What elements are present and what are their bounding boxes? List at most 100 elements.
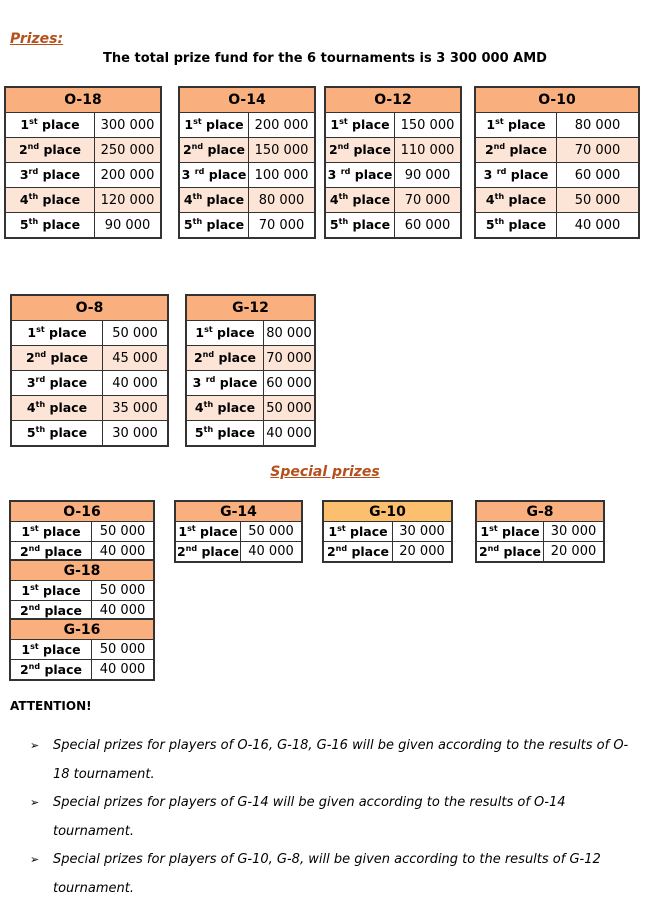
place-word: place [44, 603, 83, 619]
place-number: 3 [26, 375, 36, 391]
place-number: 1 [178, 524, 188, 540]
table-header: O-18 [4, 86, 162, 113]
place-number: 2 [478, 544, 488, 560]
place-word: place [219, 375, 258, 391]
place-number: 5 [26, 425, 36, 441]
place-number: 2 [326, 544, 336, 560]
place-word: place [352, 217, 391, 233]
place-number: 5 [194, 425, 204, 441]
place-suffix: nd [202, 350, 215, 360]
place-number: 1 [27, 325, 37, 341]
place-word: place [44, 544, 83, 560]
place-word: place [44, 662, 83, 678]
prize-amount: 80 000 [556, 112, 640, 138]
place-word: place [508, 217, 547, 233]
place-word: place [508, 117, 546, 133]
place-number: 3 [192, 375, 206, 391]
note-item: ➢Special prizes for players of G-10, G-8… [30, 846, 630, 903]
place-number: 2 [19, 662, 29, 678]
place-label: 3 rd place [474, 162, 557, 188]
place-label: 4th place [10, 395, 103, 421]
place-word: place [206, 117, 244, 133]
prize-amount: 50 000 [91, 580, 155, 601]
place-suffix: nd [185, 543, 198, 553]
place-number: 1 [328, 524, 338, 540]
place-suffix: th [338, 217, 349, 227]
prize-amount: 70 000 [556, 137, 640, 163]
place-label: 5th place [10, 420, 103, 447]
place-suffix: nd [27, 142, 40, 152]
place-number: 4 [26, 400, 36, 416]
place-word: place [353, 142, 392, 158]
place-label: 1st place [474, 112, 557, 138]
table-header: O-14 [178, 86, 316, 113]
place-label: 3 rd place [178, 162, 249, 188]
place-suffix: st [339, 117, 348, 127]
place-label: 2nd place [10, 345, 103, 371]
place-word: place [502, 524, 540, 540]
place-suffix: st [337, 523, 346, 533]
place-word: place [49, 325, 87, 341]
place-number: 1 [486, 117, 496, 133]
prize-amount: 20 000 [392, 541, 453, 563]
note-text: Special prizes for players of O-16, G-18… [53, 738, 629, 782]
place-word: place [50, 350, 89, 366]
place-word: place [49, 400, 88, 416]
place-label: 5th place [178, 212, 249, 239]
place-suffix: th [35, 425, 46, 435]
place-suffix: nd [28, 661, 41, 671]
prize-amount: 30 000 [102, 420, 169, 447]
place-number: 1 [20, 117, 30, 133]
place-word: place [218, 350, 257, 366]
place-number: 3 [327, 167, 341, 183]
prize-amount: 250 000 [94, 137, 162, 163]
arrowhead-bullet-icon: ➢ [30, 853, 40, 866]
place-word: place [49, 425, 88, 441]
place-number: 4 [19, 192, 29, 208]
place-label: 2nd place [9, 600, 92, 622]
place-word: place [43, 642, 81, 658]
place-word: place [42, 167, 81, 183]
prize-amount: 35 000 [102, 395, 169, 421]
prize-amount: 70 000 [394, 187, 462, 213]
place-suffix: rd [496, 167, 507, 177]
place-label: 1st place [4, 112, 95, 138]
place-number: 1 [330, 117, 340, 133]
place-suffix: st [187, 523, 196, 533]
place-number: 2 [484, 142, 494, 158]
place-word: place [42, 117, 80, 133]
place-suffix: nd [493, 142, 506, 152]
place-word: place [200, 524, 238, 540]
place-label: 3 rd place [324, 162, 395, 188]
prize-amount: 60 000 [556, 162, 640, 188]
place-label: 5th place [185, 420, 264, 447]
place-number: 4 [329, 192, 339, 208]
place-label: 1st place [174, 521, 241, 542]
place-suffix: nd [337, 142, 350, 152]
prize-amount: 50 000 [240, 521, 303, 542]
table-header: G-16 [9, 618, 155, 640]
place-word: place [217, 325, 255, 341]
place-word: place [352, 117, 390, 133]
note-text: Special prizes for players of G-14 will … [53, 795, 566, 839]
